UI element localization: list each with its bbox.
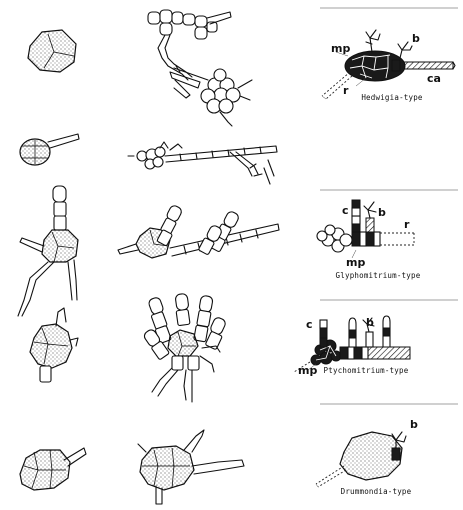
row3-germination-drawing bbox=[117, 205, 280, 259]
label-c-glyphomitrium: c bbox=[342, 204, 349, 217]
caption-glyphomitrium-type: Glyphomitrium-type bbox=[336, 271, 421, 280]
label-mp-glyphomitrium: mp bbox=[346, 256, 365, 269]
caption-drummondia-type: Drummondia-type bbox=[341, 487, 412, 496]
row5-spore-drawing bbox=[19, 447, 87, 491]
row4-germination-drawing bbox=[143, 293, 226, 403]
ptychomitrium-type-diagram: c b mp Ptychomitrium-type bbox=[293, 315, 411, 377]
label-r-hedwigia: r bbox=[343, 84, 349, 97]
row2-spore-drawing bbox=[19, 133, 80, 166]
hedwigia-type-diagram: mp b ca r Hedwigia-type bbox=[321, 29, 456, 102]
drummondia-type-diagram: b Drummondia-type bbox=[315, 418, 418, 496]
glyphomitrium-type-diagram: c b r mp Glyphomitrium-type bbox=[316, 199, 421, 280]
row4-spore-drawing bbox=[29, 307, 79, 383]
row3-branch-filaments bbox=[156, 205, 239, 255]
row2-germination-drawing bbox=[127, 141, 278, 185]
separator-rules bbox=[320, 7, 458, 405]
label-b-hedwigia: b bbox=[412, 32, 420, 45]
label-b-drummondia: b bbox=[410, 418, 418, 431]
label-mp-ptychomitrium: mp bbox=[298, 364, 317, 377]
label-b-ptychomitrium: b bbox=[366, 316, 374, 329]
row1-spore-drawing bbox=[27, 29, 77, 73]
label-ca-hedwigia: ca bbox=[427, 72, 441, 85]
label-b-glyphomitrium: b bbox=[378, 206, 386, 219]
row1-germination-drawing bbox=[147, 9, 253, 127]
label-c-ptychomitrium: c bbox=[306, 318, 313, 331]
caption-hedwigia-type: Hedwigia-type bbox=[361, 93, 423, 102]
row5-germination-drawing bbox=[137, 429, 245, 505]
caption-ptychomitrium-type: Ptychomitrium-type bbox=[324, 366, 409, 375]
label-mp-hedwigia: mp bbox=[331, 42, 350, 55]
label-r-glyphomitrium: r bbox=[404, 218, 410, 231]
row3-spore-drawing bbox=[17, 185, 79, 317]
